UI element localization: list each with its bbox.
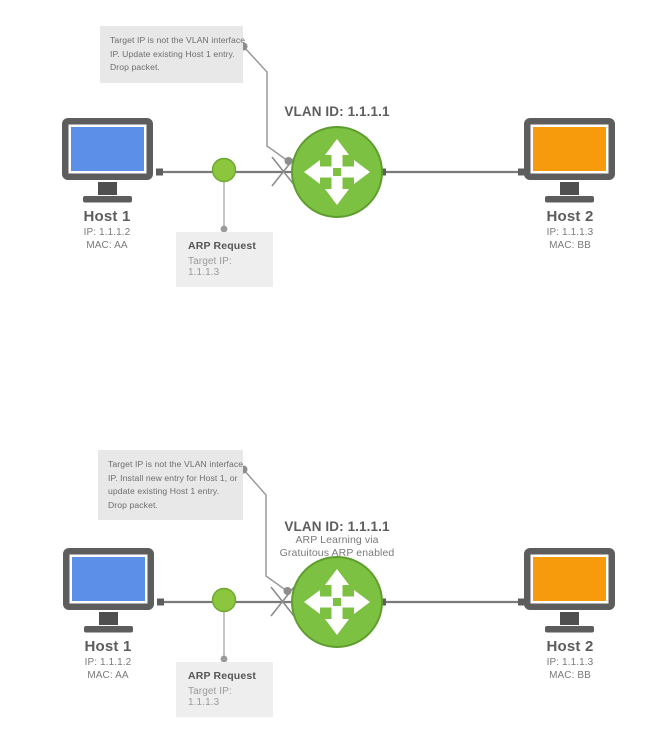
note-box-top: Target IP is not the VLAN interface IP. … [100,26,246,83]
vlan-subtitle: Gratuitous ARP enabled [279,547,395,559]
callout-leader-line [243,46,289,162]
arp-request-box-top: ARP Request Target IP: 1.1.1.3 [176,232,273,287]
host-name: Host 2 [546,208,594,225]
host-ip: IP: 1.1.1.2 [84,657,132,668]
x-blocked-icon [271,156,296,187]
arp-request-title: ARP Request [188,670,256,682]
leader-dot-arp-box [220,225,228,233]
port-connector-host1 [157,598,164,606]
vlan-label-top: VLAN ID: 1.1.1.1 [227,104,447,119]
host-label-right-top: Host 2 IP: 1.1.1.3 MAC: BB [490,208,649,252]
host-name: Host 1 [84,638,132,655]
port-connector-host2 [518,598,525,606]
host-ip: IP: 1.1.1.3 [546,227,594,238]
port-connector-host1 [156,168,163,176]
monitor-blue-icon[interactable] [63,548,154,633]
monitor-blue-icon[interactable] [62,118,153,203]
network-node-icon[interactable] [211,157,237,183]
arp-target-ip: Target IP: 1.1.1.3 [188,686,232,708]
monitor-orange-icon[interactable] [524,548,615,633]
diagram-top-graphics [62,42,615,233]
router-four-arrows-icon[interactable] [291,556,383,648]
note-line: IP. Install new entry for Host 1, or [108,472,238,483]
note-line: IP. Update existing Host 1 entry. [110,48,235,59]
host-label-right-bottom: Host 2 IP: 1.1.1.3 MAC: BB [490,638,649,682]
host-mac: MAC: BB [549,669,591,681]
host-name: Host 1 [83,208,131,225]
note-line: Target IP is not the VLAN interface [108,459,244,469]
monitor-orange-icon[interactable] [524,118,615,203]
note-line: update existing Host 1 entry. [108,486,220,496]
host-ip: IP: 1.1.1.3 [546,657,594,668]
note-line: Drop packet. [108,499,158,510]
vlan-title: VLAN ID: 1.1.1.1 [284,104,390,119]
arp-request-title: ARP Request [188,240,256,252]
host-mac: MAC: AA [86,239,128,251]
diagram-bottom-graphics [63,465,615,663]
vlan-label-bottom: VLAN ID: 1.1.1.1 ARP Learning via Gratui… [227,519,447,560]
arp-request-box-bottom: ARP Request Target IP: 1.1.1.3 [176,662,273,717]
arp-diagram-top: Target IP is not the VLAN interface IP. … [27,26,649,287]
port-connector-host2 [518,168,525,176]
callout-leader-line [243,469,288,592]
note-line: Drop packet. [110,62,160,72]
host-label-left-top: Host 1 IP: 1.1.1.2 MAC: AA [27,208,187,252]
vlan-subtitle: ARP Learning via [295,534,379,546]
host-mac: MAC: AA [87,669,129,681]
arp-target-ip: Target IP: 1.1.1.3 [188,256,232,278]
router-four-arrows-icon[interactable] [291,126,383,218]
vlan-title: VLAN ID: 1.1.1.1 [284,519,390,534]
leader-dot-arp-box [220,655,228,663]
x-blocked-icon [270,586,295,617]
host-name: Host 2 [546,638,594,655]
network-node-icon[interactable] [211,587,237,613]
note-box-bottom: Target IP is not the VLAN interface IP. … [98,450,243,520]
host-ip: IP: 1.1.1.2 [83,227,131,238]
host-label-left-bottom: Host 1 IP: 1.1.1.2 MAC: AA [28,638,188,682]
arp-diagram-bottom: Target IP is not the VLAN interface IP. … [0,432,649,743]
note-line: Target IP is not the VLAN interface [110,35,246,45]
host-mac: MAC: BB [549,239,591,251]
